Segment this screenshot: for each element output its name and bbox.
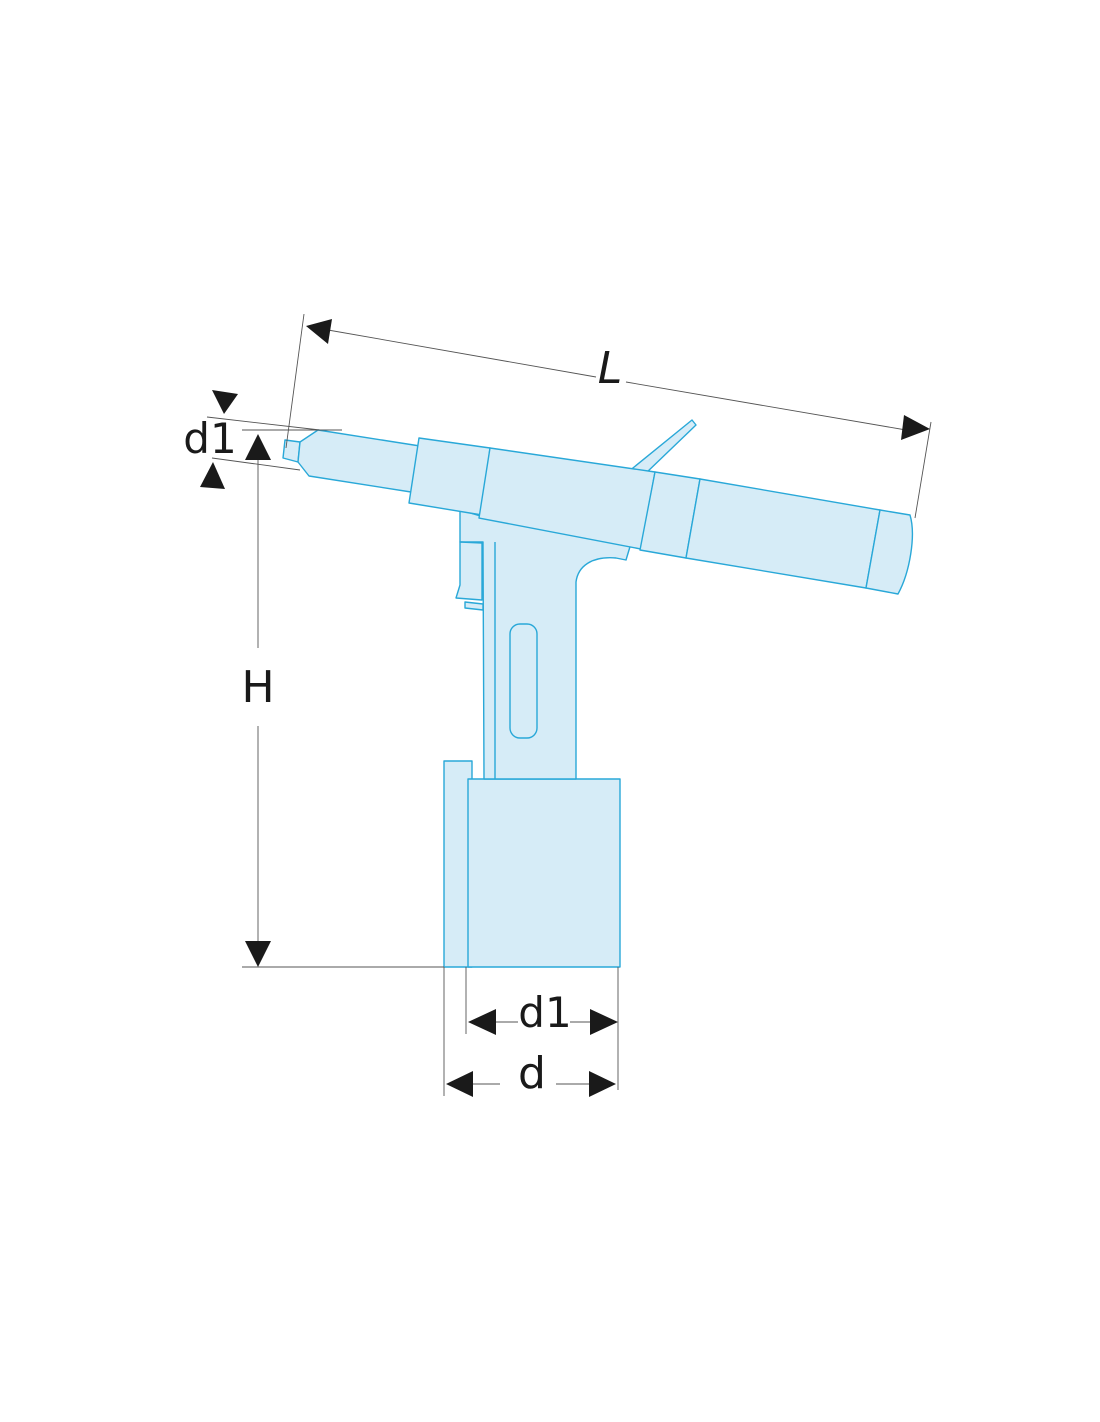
label-L: L	[598, 343, 623, 394]
rear-barrel	[685, 478, 881, 589]
label-d-base: d	[518, 1048, 546, 1099]
arrow-d-base-right	[589, 1071, 616, 1097]
end-cap	[865, 509, 914, 595]
arrowheads	[200, 319, 930, 1097]
nosepiece-tip	[282, 439, 301, 463]
nose-cone	[297, 429, 421, 493]
label-d1-nose: d1	[183, 414, 236, 463]
grip-slot	[509, 623, 538, 739]
label-H: H	[241, 662, 274, 713]
arrow-d1-base-right	[590, 1009, 618, 1035]
arrow-d1-base-left	[468, 1009, 496, 1035]
dimension-lines	[206, 313, 932, 1096]
arrow-H-top	[245, 434, 271, 460]
arrow-L-left	[306, 319, 332, 344]
arrow-H-bottom	[245, 941, 271, 967]
reservoir-front-block	[467, 778, 621, 968]
release-lever	[627, 419, 697, 475]
trigger	[455, 541, 483, 601]
trigger-guard	[464, 601, 484, 611]
label-d1-base: d1	[518, 988, 571, 1037]
arrow-d-base-left	[446, 1071, 473, 1097]
jaw-housing	[408, 437, 491, 516]
arrow-L-right	[901, 415, 930, 440]
rivet-tool	[282, 419, 914, 968]
arrow-d1-nose-top	[212, 390, 238, 414]
handle-grip	[459, 509, 633, 780]
arrow-d1-nose-bottom	[200, 462, 225, 489]
